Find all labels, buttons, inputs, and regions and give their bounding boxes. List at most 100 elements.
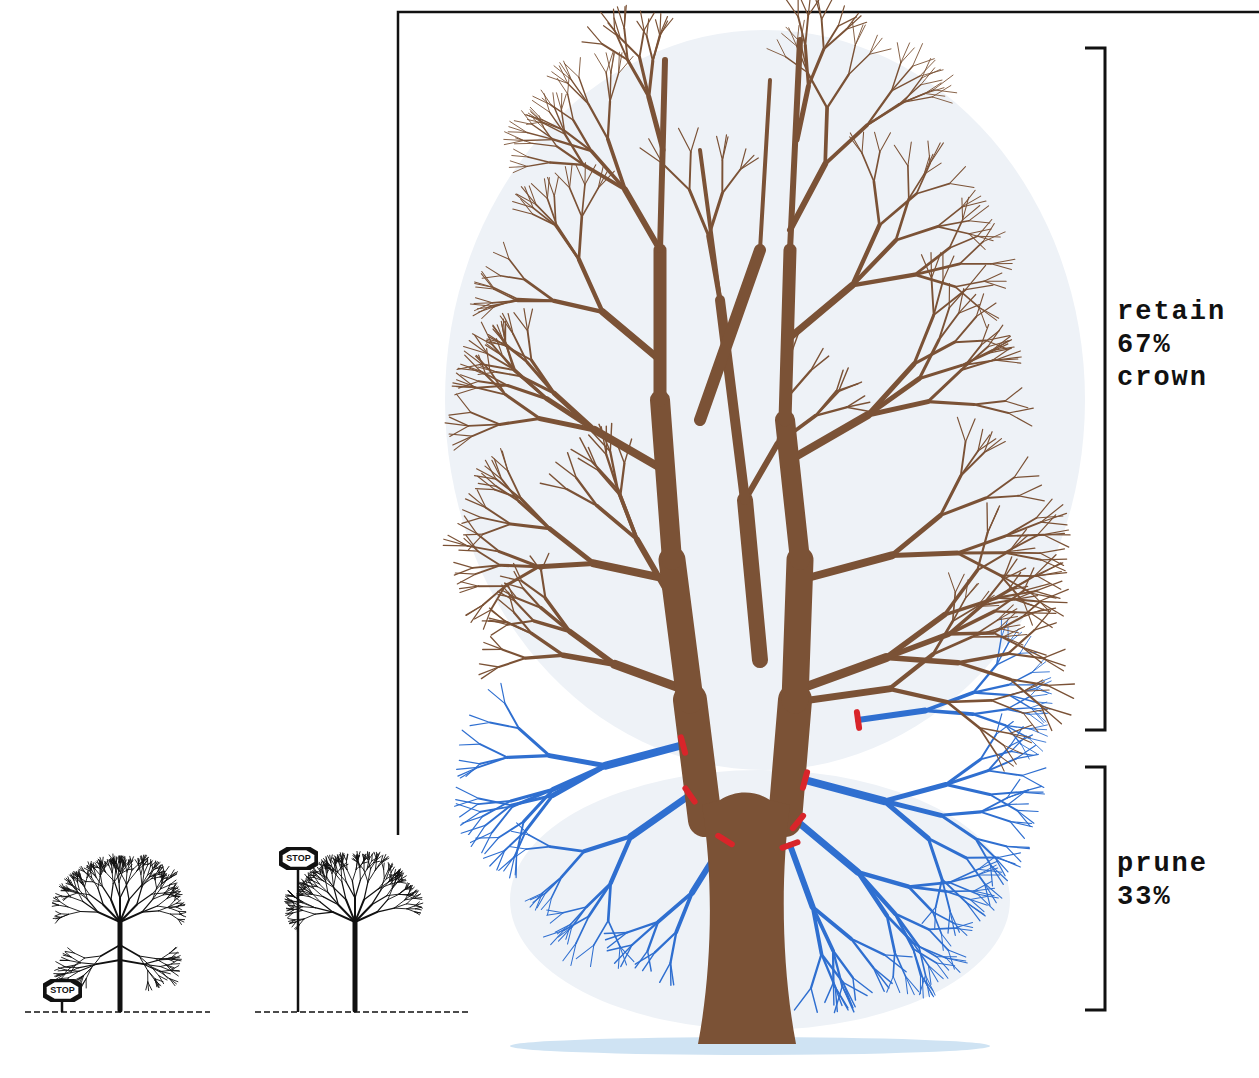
branch xyxy=(1019,485,1042,496)
branch xyxy=(490,620,508,625)
branch xyxy=(509,166,527,167)
branch xyxy=(589,883,611,916)
branch xyxy=(937,963,948,978)
branch xyxy=(290,920,295,924)
branch xyxy=(323,881,334,888)
branch xyxy=(303,910,315,914)
branch xyxy=(1004,635,1028,637)
branch xyxy=(455,388,477,395)
branch xyxy=(611,53,614,73)
branch xyxy=(155,959,166,965)
branch xyxy=(1024,568,1034,591)
branch xyxy=(514,149,529,157)
branch xyxy=(576,478,597,506)
branch xyxy=(553,766,606,796)
branch xyxy=(461,375,479,382)
branch xyxy=(740,155,754,169)
branch xyxy=(502,324,506,343)
branch xyxy=(524,139,554,141)
branch xyxy=(285,902,292,903)
branch xyxy=(469,341,487,354)
branch xyxy=(119,882,120,898)
branch xyxy=(818,0,822,19)
branch xyxy=(111,900,120,922)
branch xyxy=(948,911,950,933)
branch xyxy=(1024,602,1032,625)
branch xyxy=(579,58,581,78)
branch xyxy=(690,152,691,190)
branch xyxy=(576,945,594,959)
branch xyxy=(982,590,1008,605)
branch xyxy=(460,586,479,592)
ground-line xyxy=(255,1011,470,1013)
branch xyxy=(816,392,839,416)
branch xyxy=(60,902,68,907)
branch xyxy=(466,764,480,777)
branch xyxy=(453,436,473,445)
branch xyxy=(293,907,302,910)
branch xyxy=(63,954,71,958)
branch xyxy=(533,208,556,226)
branch xyxy=(1001,576,1032,594)
branch xyxy=(53,903,59,906)
branch xyxy=(155,980,159,987)
branch xyxy=(914,342,955,364)
branch xyxy=(109,865,112,873)
branch xyxy=(970,900,987,906)
branch xyxy=(979,728,1003,745)
branch xyxy=(1014,457,1028,478)
branch xyxy=(546,877,562,893)
branch xyxy=(973,709,1007,714)
branch xyxy=(507,756,549,758)
branch xyxy=(478,307,494,313)
branch xyxy=(915,264,960,275)
branch xyxy=(55,896,62,898)
branch xyxy=(152,862,153,869)
branch xyxy=(142,855,144,862)
branch xyxy=(147,982,149,991)
branch xyxy=(297,895,302,897)
branch xyxy=(477,533,500,551)
branch xyxy=(492,460,502,479)
branch xyxy=(624,439,631,463)
branch xyxy=(880,133,891,152)
branch xyxy=(601,427,606,455)
branch xyxy=(506,395,540,419)
branch xyxy=(56,973,66,976)
leader-limb xyxy=(790,40,800,250)
branch xyxy=(502,590,517,598)
branch xyxy=(469,424,500,426)
branch xyxy=(691,128,698,152)
cut-mark xyxy=(857,712,859,728)
branch xyxy=(983,232,1005,242)
branch xyxy=(868,379,920,416)
branch xyxy=(907,166,910,199)
branch xyxy=(893,976,900,992)
branch xyxy=(925,711,973,715)
branch xyxy=(460,586,479,588)
branch xyxy=(570,165,572,188)
branch xyxy=(468,534,483,550)
branch xyxy=(144,964,161,966)
branch xyxy=(915,275,956,287)
branch xyxy=(849,45,856,75)
small-trunk xyxy=(118,920,123,1010)
branch xyxy=(464,351,481,364)
branch xyxy=(155,980,159,987)
branch xyxy=(570,632,615,665)
branch xyxy=(999,625,1020,629)
branch xyxy=(789,28,797,46)
branch xyxy=(542,877,561,893)
branch xyxy=(466,605,483,615)
branch xyxy=(547,399,595,430)
branch xyxy=(114,869,115,881)
branch xyxy=(977,595,994,606)
branch xyxy=(580,438,593,462)
branch xyxy=(56,962,65,967)
branch xyxy=(797,658,886,691)
branch xyxy=(506,343,516,370)
branch xyxy=(1005,401,1028,408)
branch xyxy=(929,928,954,929)
branch xyxy=(808,49,823,86)
branch xyxy=(63,896,69,899)
